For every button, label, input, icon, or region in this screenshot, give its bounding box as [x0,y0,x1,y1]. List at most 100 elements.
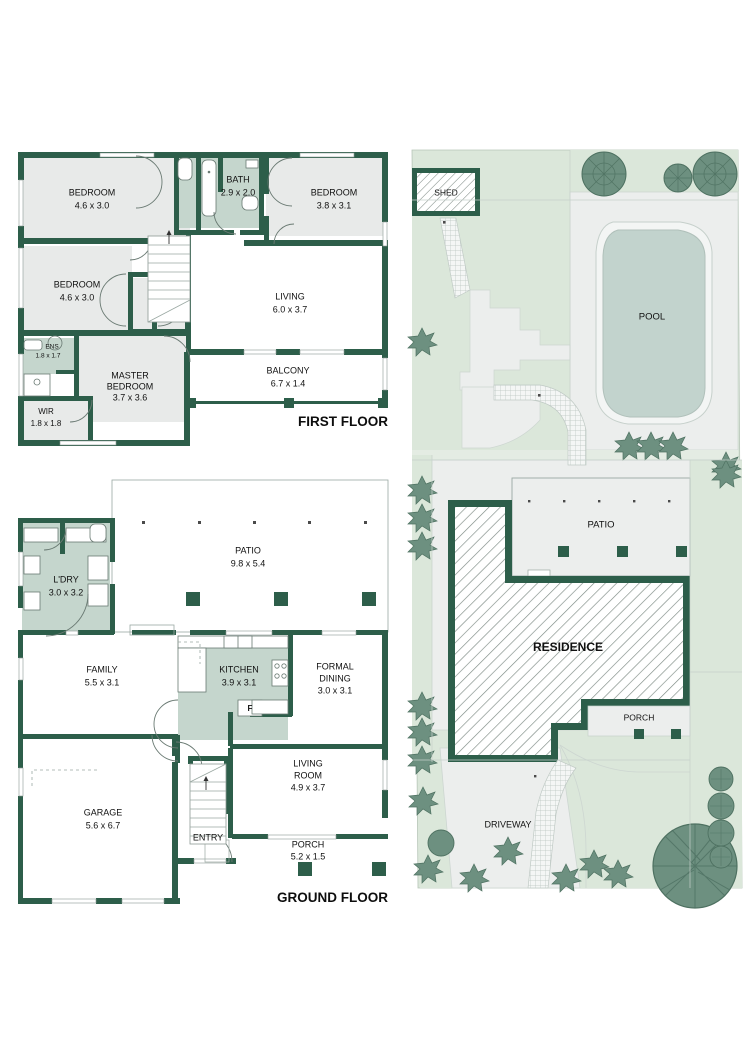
gf-fixtures [23,523,289,717]
pantry-recess [177,647,207,693]
gf-kitchen-top-c [272,630,322,635]
shed-path-surface [439,217,471,299]
patio-column-2 [274,592,288,606]
ff-wall-right-b [382,246,388,350]
gf-garage-left-b [18,796,23,902]
first-floor-plan: BEDROOM 4.6 x 3.0 BEDROOM 4.6 x 3.0 BEDR… [18,152,388,446]
gf-walls [18,518,388,904]
driveway-label: DRIVEWAY [484,819,531,829]
gf-right-wall-a [382,630,388,760]
ff-wall-bed1-bed2 [22,238,190,244]
family-dims: 5.5 x 3.1 [85,677,120,687]
ff-living-bottom-b [276,349,300,355]
ff-robe-left [128,272,133,334]
ff-bath-left2 [196,156,201,234]
shrub-5 [407,691,438,721]
ff-ens-right [74,336,79,400]
gf-ldry-right-a [110,518,115,562]
tree-rear-3 [692,151,738,197]
garage-door-b [121,898,165,904]
front-path-marker [534,775,537,778]
garage-fill [22,740,178,900]
patio-dims: 9.8 x 5.4 [231,558,266,568]
bedroom-2-name: BEDROOM [54,279,101,289]
kitchen-cooktop [271,659,289,687]
shrub-17 [658,431,689,461]
formal-dining-dims: 3.0 x 3.1 [318,685,353,695]
ff-bath-bottom-b [240,230,264,235]
gf-garage-bottom-a [18,898,52,904]
ff-ens-div [56,370,76,374]
ff-bath-bottom-a [174,230,234,235]
bedroom-2-dims: 4.6 x 3.0 [60,292,95,302]
stair-treads [148,244,190,300]
ff-robe-bottom [128,329,190,334]
gf-dashed [31,624,201,786]
door-livingroom-porch [267,834,337,840]
garage-door-a [51,898,97,904]
gf-stair-outline [189,763,227,845]
master-bedroom-name-2: BEDROOM [107,381,154,391]
gf-ldry-bottom-b [78,630,114,635]
living-room-name-2: ROOM [294,770,322,780]
rear-paving-shape-2 [461,386,541,449]
shrub-3 [407,503,438,533]
bedroom-3-dims: 3.8 x 3.1 [317,200,352,210]
porch-post-1 [298,862,312,876]
kitchen-dims: 3.9 x 3.1 [222,677,257,687]
window-livingroom-right [382,759,388,791]
window-master-bottom [59,440,117,446]
ff-bed3-bottom [244,240,388,246]
ldry-tub [23,527,59,543]
shed-hatch [417,173,475,211]
ff-wall-left-c [18,308,24,338]
shrub-6 [407,717,438,747]
master-bedroom-fill [76,336,188,422]
stair-break [147,299,191,323]
ff-bath-notch [259,194,264,199]
door-living-balcony-b [299,349,345,355]
gf-livingroom-bottom-a [232,834,268,839]
gf-ldry-left-a [18,518,23,552]
family-name: FAMILY [86,664,117,674]
entry-name: ENTRY [193,832,223,842]
ff-balcony-post-1 [186,398,196,408]
window-balcony-right [382,357,388,391]
door-family-entry [151,734,179,762]
ff-bath-inner [218,156,223,192]
ff-bed3-left-a [264,152,269,194]
laundry-name: L'DRY [53,574,79,584]
ff-living-bottom-c [344,349,388,355]
pool-label: POOL [639,312,665,323]
shrub-10 [459,863,490,893]
burner-3 [274,673,280,679]
patio-lights [142,521,367,524]
pool: POOL [595,221,713,425]
site-patio-lights [528,500,671,503]
gf-kitchen-right [288,634,293,716]
burner-4 [281,673,287,679]
ens-door-arc [47,335,63,351]
gf-right-wall-b [382,790,388,818]
pool-water [602,229,706,418]
ff-wall-top [18,152,388,158]
garage-name: GARAGE [84,807,123,817]
window-ens-left [18,353,24,397]
ensuite-dims: 1.8 x 1.7 [36,353,61,360]
shrub-16 [636,431,667,461]
shrub-2 [407,475,438,505]
door-bedroom3 [273,223,295,245]
door-ldry-cupboard [43,527,67,551]
gf-stair-left [188,756,193,764]
patio-column-1 [186,592,200,606]
window-bed3-top [299,152,355,158]
door-laundry [45,593,89,637]
gf-stair-break [189,763,227,783]
gf-family-left-a [18,630,23,658]
tree-driveway-left [427,829,455,857]
gf-kitchen-top-b [190,630,226,635]
gf-stair-top [188,756,230,761]
balcony-fill [190,352,384,396]
gf-labels: PATIO 9.8 x 5.4 L'DRY 3.0 x 3.2 FAMILY 5… [49,545,389,905]
